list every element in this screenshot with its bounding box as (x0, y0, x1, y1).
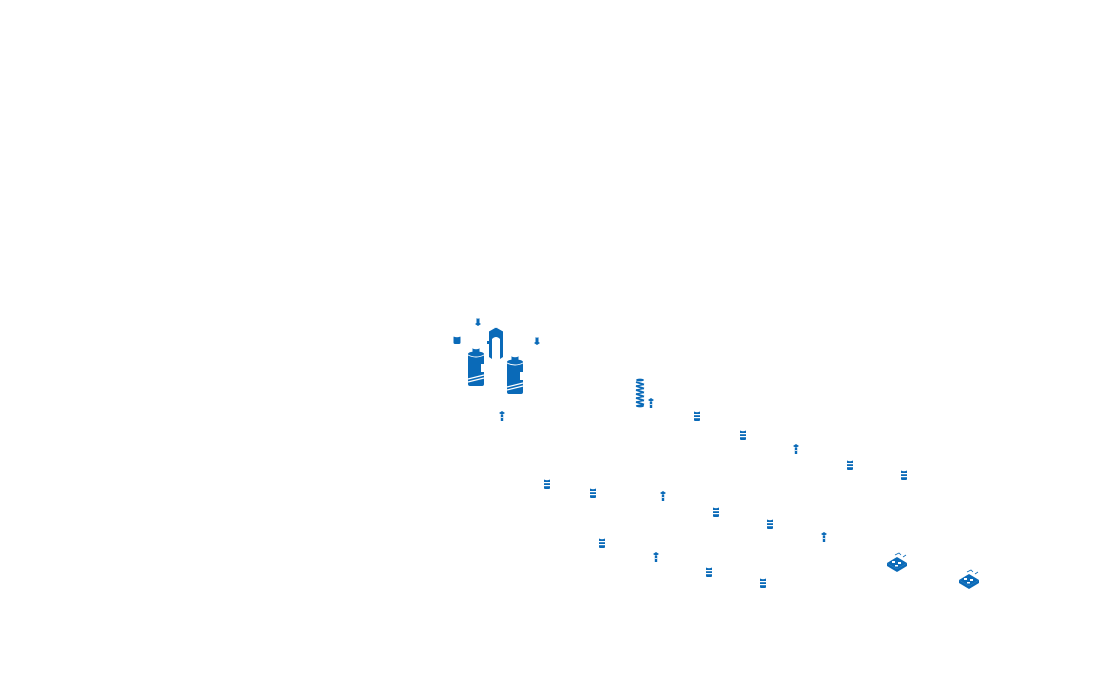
standoff-icon[interactable] (590, 486, 596, 498)
screw-icon[interactable] (653, 552, 659, 562)
screw-icon[interactable] (821, 532, 827, 542)
pin-icon[interactable] (534, 336, 540, 345)
screw-icon[interactable] (660, 491, 666, 501)
pin-icon[interactable] (475, 317, 481, 326)
cap-icon[interactable] (453, 334, 461, 344)
screw-icon[interactable] (793, 444, 799, 454)
bracket-icon[interactable] (487, 326, 504, 359)
standoff-icon[interactable] (901, 468, 907, 480)
standoff-icon[interactable] (713, 505, 719, 517)
standoff-icon[interactable] (760, 576, 766, 588)
spring-icon[interactable] (635, 378, 645, 408)
standoff-icon[interactable] (599, 536, 605, 548)
cylinder-icon[interactable] (467, 346, 485, 386)
standoff-icon[interactable] (767, 517, 773, 529)
standoff-icon[interactable] (740, 428, 746, 440)
circuit-board-icon[interactable] (958, 569, 980, 590)
screw-icon[interactable] (648, 398, 654, 408)
standoff-icon[interactable] (847, 458, 853, 470)
circuit-board-icon[interactable] (886, 552, 908, 573)
standoff-icon[interactable] (544, 477, 550, 489)
cylinder-icon[interactable] (506, 354, 524, 394)
standoff-icon[interactable] (706, 565, 712, 577)
screw-icon[interactable] (499, 411, 505, 421)
standoff-icon[interactable] (694, 409, 700, 421)
